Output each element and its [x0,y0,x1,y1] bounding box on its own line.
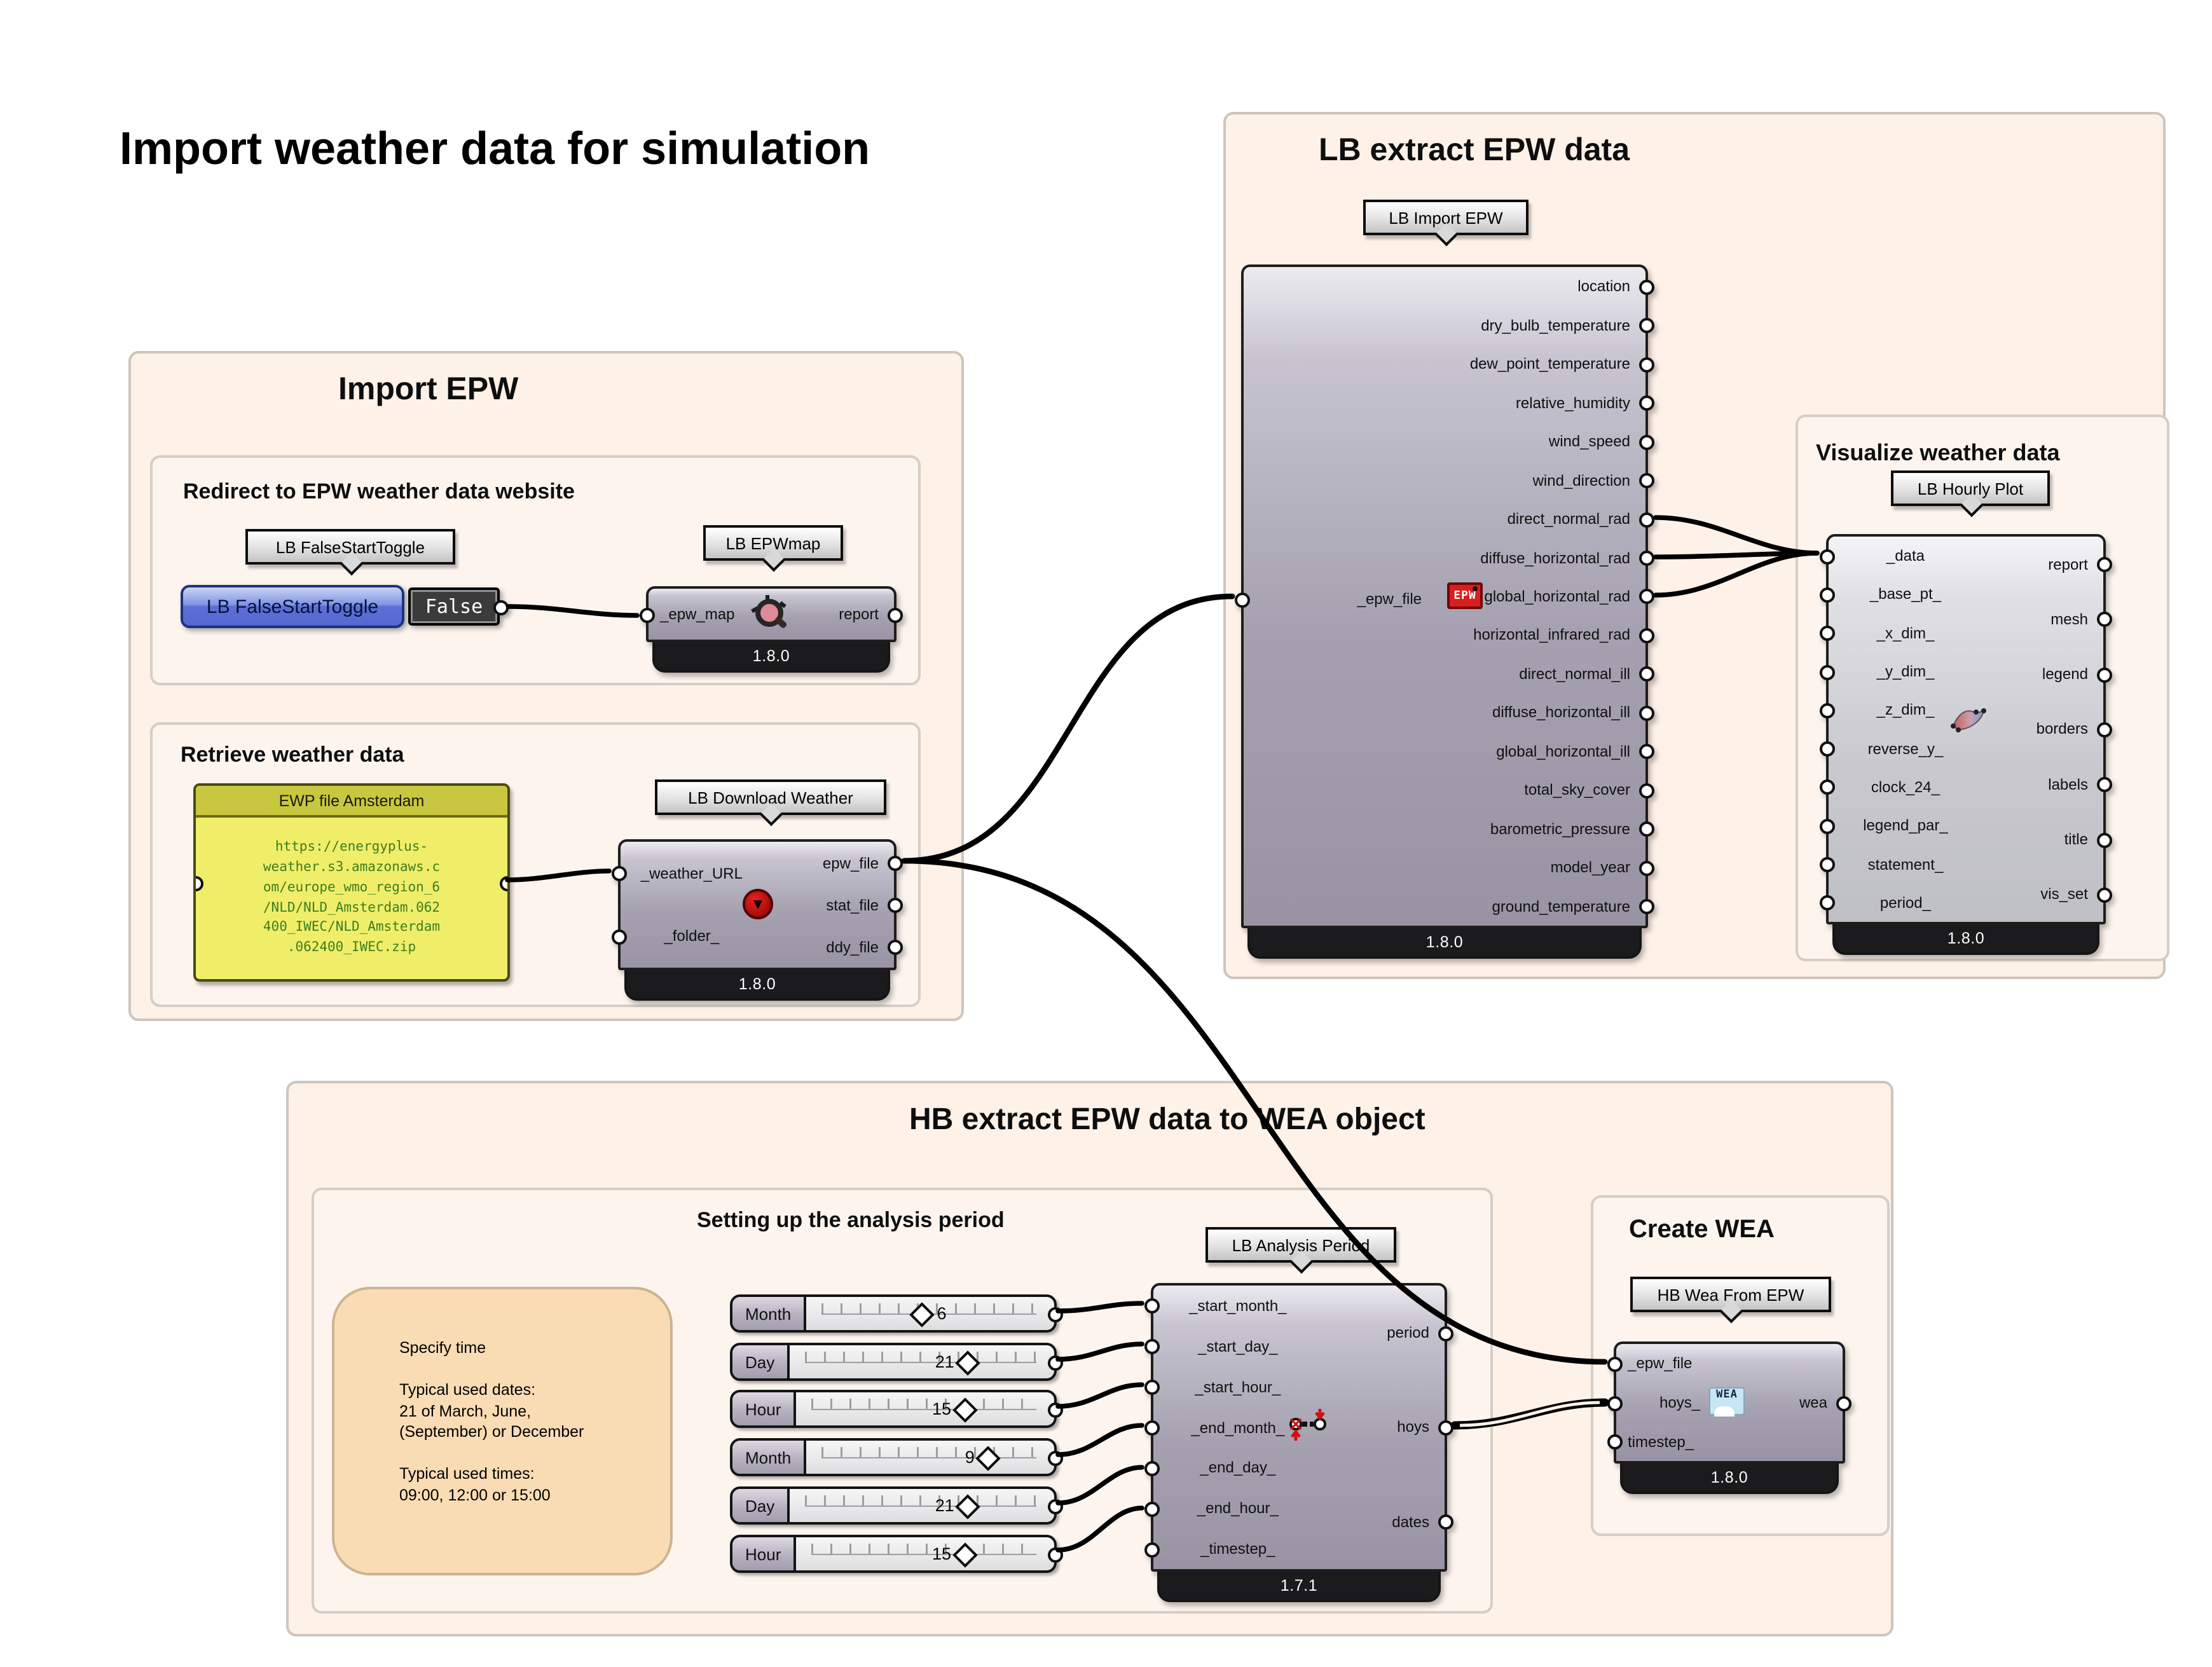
group-import-epw-header: Import EPW [338,371,519,407]
wea-from-epw-component[interactable]: _epw_file hoys_ timestep_ wea 1.8.0 [1607,1341,1851,1494]
slider-track[interactable]: 6 [806,1297,1054,1330]
epw-file-icon: EPW [1447,582,1483,609]
version-badge: 1.8.0 [624,970,890,1001]
analysis-period-icon [1286,1406,1334,1444]
start-hour-slider[interactable]: Hour 15 [730,1390,1063,1428]
slider-grip[interactable] [909,1301,935,1327]
tag-analysis-period: LB Analysis Period [1206,1227,1396,1263]
slider-track[interactable]: 15 [796,1537,1054,1570]
group-retrieve-header: Retrieve weather data [181,743,404,767]
input-epw-file[interactable]: _epw_file [1235,580,1422,618]
slider-grip[interactable] [952,1542,978,1567]
slider-grip[interactable] [955,1493,981,1519]
group-create-wea-header: Create WEA [1629,1216,1775,1244]
slider-label: Hour [732,1392,797,1425]
slider-label: Month [732,1297,807,1330]
slider-value: 15 [931,1544,952,1563]
slider-label: Day [732,1489,790,1522]
slider-track[interactable]: 15 [796,1392,1054,1425]
slider-grip[interactable] [955,1350,981,1375]
slider-value: 15 [931,1399,952,1418]
toggle-value[interactable]: False [408,587,500,626]
group-redirect-header: Redirect to EPW weather data website [183,479,575,504]
epw-url-panel[interactable]: EWP file Amsterdam https://energyplus- w… [193,783,510,982]
slider-label: Hour [732,1537,797,1570]
tag-download-weather: LB Download Weather [655,779,886,815]
end-month-slider[interactable]: Month 9 [730,1438,1063,1476]
end-hour-slider[interactable]: Hour 15 [730,1535,1063,1573]
slider-label: Day [732,1345,790,1378]
tag-hourly-plot: LB Hourly Plot [1891,470,2050,506]
tag-import-epw: LB Import EPW [1363,200,1528,235]
slider-label: Month [732,1441,807,1474]
slider-track[interactable]: 21 [790,1489,1054,1522]
group-setting-header: Setting up the analysis period [697,1208,1005,1232]
group-hb-wea-header: HB extract EPW data to WEA object [909,1102,1425,1137]
slider-value: 9 [965,1448,975,1467]
epwmap-component[interactable]: _epw_map report 1.8.0 [640,586,902,673]
slider-value: 21 [935,1352,954,1371]
magnifier-icon [751,595,788,632]
group-visualize-header: Visualize weather data [1816,440,2060,465]
version-badge: 1.7.1 [1157,1572,1441,1602]
tag-epwmap: LB EPWmap [703,525,843,561]
start-day-slider[interactable]: Day 21 [730,1343,1063,1381]
slider-track[interactable]: 9 [806,1441,1054,1474]
toggle-button[interactable]: LB FalseStartToggle [181,585,404,628]
import-epw-component[interactable]: location dry_bulb_temperature dew_point_… [1235,264,1654,959]
slider-track[interactable]: 21 [790,1345,1054,1378]
wea-icon: WEA [1709,1387,1745,1417]
download-icon: ▼ [743,889,773,919]
panel-title: EWP file Amsterdam [196,786,507,818]
version-badge: 1.8.0 [1247,928,1642,959]
note-panel[interactable]: Specify time Typical used dates: 21 of M… [332,1287,673,1575]
tag-false-start-toggle: LB FalseStartToggle [245,529,455,565]
slider-value: 21 [935,1496,954,1515]
start-month-slider[interactable]: Month 6 [730,1294,1063,1333]
version-badge: 1.8.0 [652,642,890,673]
false-start-toggle[interactable]: LB FalseStartToggle False [181,585,509,628]
tag-wea-from-epw: HB Wea From EPW [1630,1277,1831,1312]
version-badge: 1.8.0 [1620,1464,1839,1494]
end-day-slider[interactable]: Day 21 [730,1486,1063,1525]
version-badge: 1.8.0 [1832,924,2099,955]
slider-grip[interactable] [952,1397,978,1422]
slider-value: 6 [937,1304,947,1323]
download-weather-component[interactable]: _weather_URL _folder_ epw_file stat_file… [612,839,903,1001]
page-title: Import weather data for simulation [120,122,870,174]
slider-grip[interactable] [975,1445,1001,1471]
group-extract-header: LB extract EPW data [1319,132,1630,168]
panel-url-text[interactable]: https://energyplus- weather.s3.amazonaws… [263,839,441,956]
hourly-plot-component[interactable]: _data _base_pt_ _x_dim_ _y_dim_ _z_dim_ … [1820,534,2113,955]
mesh-plot-icon [1948,701,1989,736]
